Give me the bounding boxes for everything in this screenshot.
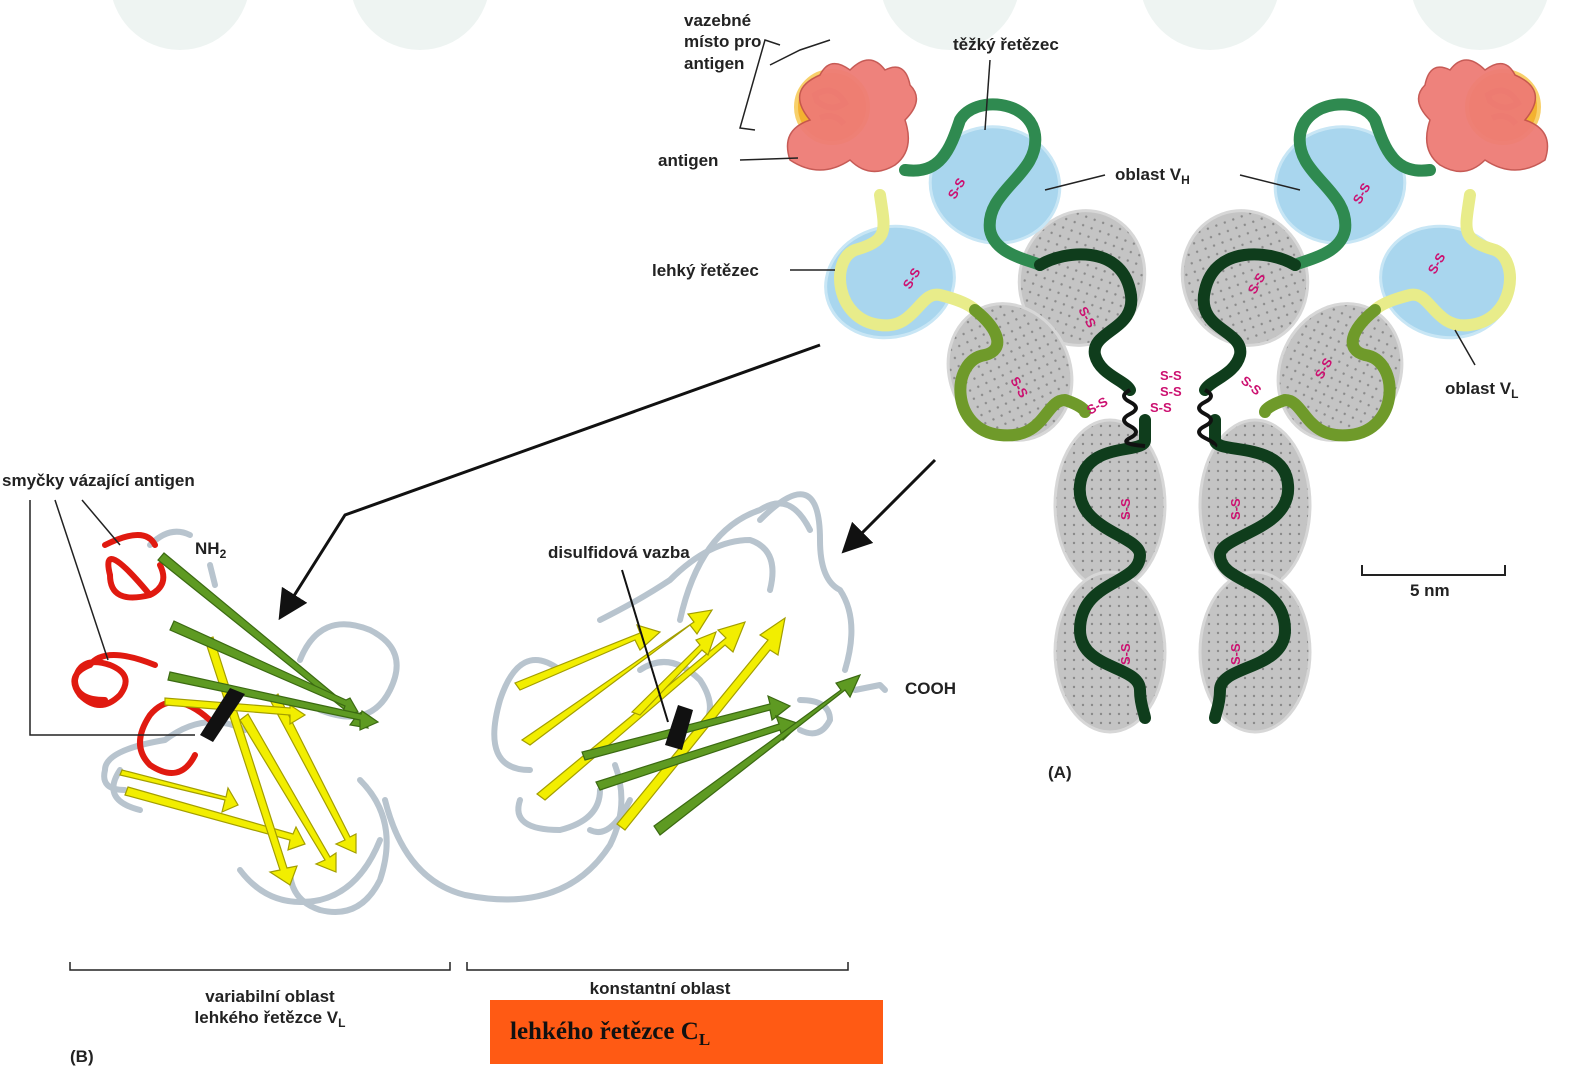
vh-region-text: oblast V <box>1115 165 1181 184</box>
binding-site-line2: místo pro <box>684 31 764 52</box>
vh-region-label: oblast VH <box>1115 164 1190 188</box>
vl-region-subscript: L <box>1511 387 1518 401</box>
panel-b-letter: (B) <box>70 1046 94 1067</box>
variable-region-label: variabilní oblast lehkého řetězce VL <box>175 986 365 1031</box>
region-brackets <box>70 962 848 970</box>
pointer-arrows <box>285 345 935 610</box>
ss-bond: S-S <box>1228 498 1243 520</box>
highlight-box-text: lehkého řetězce CL <box>510 1018 710 1050</box>
panel-a-letter: (A) <box>1048 762 1072 783</box>
background-circles <box>110 0 1550 50</box>
binding-loops <box>788 60 1548 171</box>
highlight-box-subscript: L <box>699 1030 710 1049</box>
loops-label: smyčky vázající antigen <box>2 470 195 491</box>
vh-region-subscript: H <box>1181 173 1190 187</box>
constant-domains <box>926 193 1424 732</box>
highlight-box-main: lehkého řetězce C <box>510 1018 699 1045</box>
ss-bond: S-S <box>1238 373 1264 399</box>
heavy-chain-label: těžký řetězec <box>953 34 1059 55</box>
antigen-binding-loops <box>74 535 215 773</box>
beta-strands-yellow-constant <box>515 610 785 830</box>
variable-domains <box>813 117 1522 352</box>
antigen-label: antigen <box>658 150 718 171</box>
ss-bond: S-S <box>1228 643 1243 665</box>
nh2-subscript: 2 <box>220 547 227 561</box>
constant-region-label: konstantní oblast <box>560 978 760 999</box>
binding-site-line3: antigen <box>684 53 764 74</box>
binding-site-line1: vazebné <box>684 10 764 31</box>
light-chain-ribbon <box>30 494 885 970</box>
scale-bar-label: 5 nm <box>1410 580 1450 601</box>
nh2-label: NH2 <box>195 538 226 562</box>
highlight-box: lehkého řetězce CL <box>490 1000 883 1064</box>
antibody-molecule: S-S S-S S-S S-S S-S S-S S-S S-S S-S S-S … <box>740 40 1548 732</box>
binding-site-label: vazebné místo pro antigen <box>684 10 764 74</box>
variable-region-line2-text: lehkého řetězce V <box>195 1008 339 1027</box>
variable-region-line1: variabilní oblast <box>175 986 365 1007</box>
beta-strands-yellow <box>120 637 356 885</box>
scale-bar <box>1362 565 1505 575</box>
cooh-label: COOH <box>905 678 956 699</box>
variable-region-subscript: L <box>338 1016 345 1030</box>
variable-region-line2: lehkého řetězce VL <box>175 1007 365 1031</box>
nh2-text: NH <box>195 539 220 558</box>
vl-region-label: oblast VL <box>1445 378 1518 402</box>
light-chain-label: lehký řetězec <box>652 260 759 281</box>
vl-region-text: oblast V <box>1445 379 1511 398</box>
ss-bond: S-S <box>1118 498 1133 520</box>
ss-bond: S-S <box>1118 643 1133 665</box>
ss-bond: S-S <box>1150 400 1172 415</box>
disulfide-bond-label: disulfidová vazba <box>548 542 690 563</box>
ss-bond: S-S <box>1160 384 1182 399</box>
ss-bond: S-S <box>1160 368 1182 383</box>
